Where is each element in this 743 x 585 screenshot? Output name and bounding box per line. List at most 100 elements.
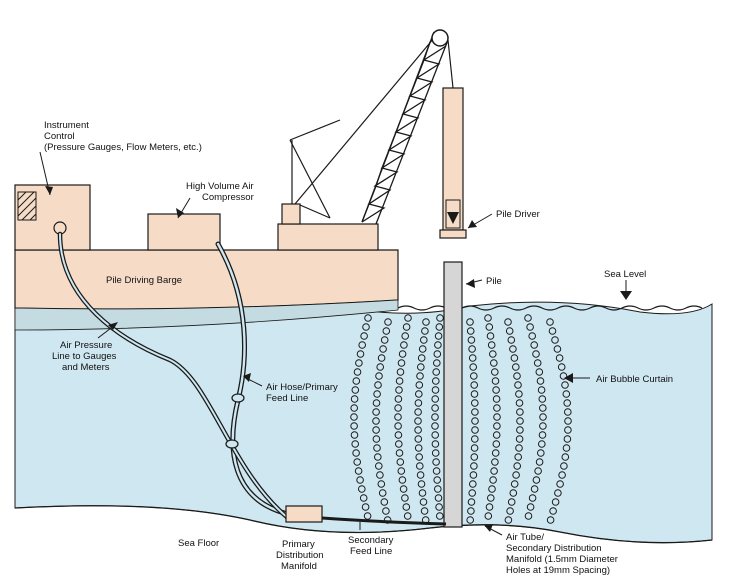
air-bubble: [471, 435, 479, 443]
air-bubble: [516, 426, 524, 434]
air-bubble: [512, 363, 520, 371]
air-bubble: [514, 381, 522, 389]
air-bubble: [468, 345, 476, 353]
air-bubble: [414, 444, 423, 452]
air-bubble: [432, 368, 441, 376]
air-bubble: [414, 399, 423, 407]
air-bubble: [557, 363, 566, 371]
air-bubble: [551, 336, 559, 344]
air-bubble: [372, 435, 381, 443]
air-bubble: [491, 377, 500, 385]
air-bubble: [562, 444, 571, 452]
air-bubble: [492, 395, 501, 403]
air-bubble: [353, 368, 362, 376]
air-bubble: [490, 467, 498, 475]
air-bubble: [419, 498, 428, 506]
air-bubble: [364, 314, 372, 322]
hoist-cable: [447, 39, 454, 89]
pile: [443, 261, 463, 528]
air-bubble: [537, 449, 545, 457]
air-bubble: [399, 485, 408, 493]
air-bubble: [528, 332, 537, 340]
air-bubble: [489, 476, 497, 484]
air-bubble: [377, 480, 386, 488]
pile-driver-cap: [439, 229, 467, 239]
sea-floor-line: [14, 505, 713, 544]
air-bubble: [434, 494, 443, 502]
air-bubble: [553, 345, 562, 353]
air-bubble: [524, 314, 532, 322]
label-air-hose: Air Hose/Primary: [266, 382, 338, 393]
air-bubble: [431, 386, 440, 394]
air-bubble: [564, 417, 572, 425]
air-bubble: [431, 449, 440, 457]
air-bubble: [421, 327, 429, 335]
air-bubble: [506, 507, 514, 515]
air-bubble: [533, 359, 542, 367]
air-bubble: [355, 359, 363, 367]
label-instrument-control: (Pressure Gauges, Flow Meters, etc.): [44, 142, 202, 153]
label-air-tube: Manifold (1.5mm Diameter: [506, 554, 618, 565]
air-bubble: [402, 503, 411, 511]
air-bubble: [374, 381, 382, 389]
air-bubble: [398, 476, 407, 484]
air-bubble: [434, 341, 442, 349]
air-bubble: [466, 516, 475, 524]
air-bubble: [417, 363, 425, 371]
air-bubble: [416, 372, 424, 380]
hose-clamp: [225, 439, 239, 449]
air-bubble: [469, 471, 478, 479]
air-bubble: [418, 345, 427, 353]
air-bubble: [489, 350, 497, 358]
air-bubble: [469, 363, 478, 371]
air-bubble: [404, 314, 412, 322]
air-bubble: [513, 372, 521, 380]
label-manifold: Distribution: [276, 550, 324, 561]
air-bubble: [560, 462, 568, 470]
air-bubble: [431, 404, 439, 412]
primary-distribution-manifold: [285, 505, 323, 523]
air-bubble: [538, 431, 547, 439]
air-bubble: [394, 404, 402, 412]
label-bubble-curtain: Air Bubble Curtain: [596, 374, 673, 385]
air-bubble: [487, 341, 496, 349]
air-bubble: [515, 444, 523, 452]
air-bubble: [491, 458, 499, 466]
crane-base: [277, 223, 379, 251]
air-bubble: [397, 467, 406, 475]
label-pile: Pile: [486, 276, 502, 287]
air-bubble: [350, 422, 358, 430]
air-bubble: [374, 453, 382, 461]
air-bubble: [432, 467, 441, 475]
air-bubble: [513, 462, 522, 470]
air-bubble: [468, 354, 477, 362]
air-bubble: [396, 458, 405, 466]
air-bubble: [492, 440, 501, 448]
label-compressor: High Volume Air: [186, 181, 254, 192]
air-bubble: [401, 494, 409, 502]
air-bubble: [470, 453, 479, 461]
crane-cab: [281, 203, 301, 225]
air-bubble: [470, 381, 479, 389]
air-bubble: [493, 422, 501, 430]
air-bubble: [538, 440, 546, 448]
air-bubble: [403, 512, 412, 520]
air-bubble: [351, 386, 360, 394]
air-bubble: [535, 458, 544, 466]
air-bubble: [394, 395, 403, 403]
air-bubble: [467, 507, 475, 515]
hose-clamp: [231, 393, 245, 403]
air-bubble: [351, 440, 360, 448]
air-bubble: [490, 359, 498, 367]
air-bubble: [380, 498, 389, 506]
air-bubble: [468, 489, 477, 497]
air-bubble: [551, 498, 560, 506]
air-bubble: [379, 345, 387, 353]
air-bubble: [470, 390, 479, 398]
air-bubble: [350, 404, 359, 412]
label-secondary-feed-line: Secondary: [348, 535, 394, 546]
label-air-hose: Feed Line: [266, 393, 308, 404]
air-bubble: [397, 359, 406, 367]
